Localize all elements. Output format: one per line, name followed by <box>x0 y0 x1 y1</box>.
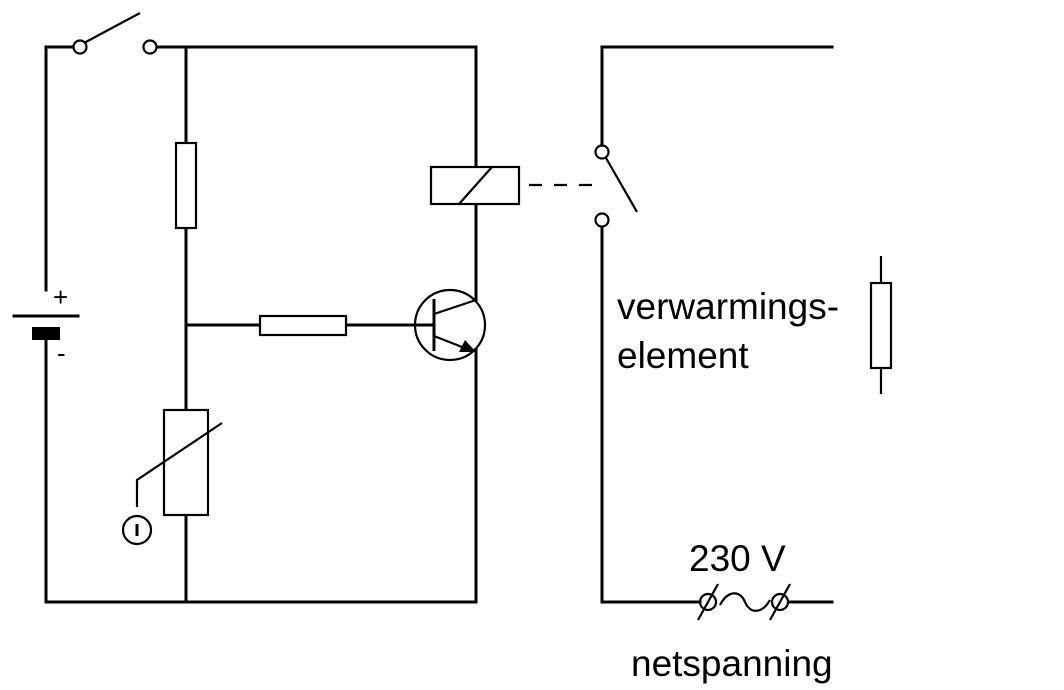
mains-ac-symbol <box>697 583 791 621</box>
relay-coil <box>429 165 598 206</box>
heater-label-line2: element <box>617 335 749 376</box>
battery-symbol <box>12 314 80 340</box>
divider-resistor <box>174 141 198 230</box>
power-circuit-wires <box>600 45 834 604</box>
battery-plus-label: + <box>53 282 69 312</box>
control-circuit-wires <box>44 45 478 604</box>
heating-element <box>869 256 893 394</box>
ntc-thermistor <box>121 408 223 546</box>
control-switch <box>72 12 158 55</box>
voltage-label: 230 V <box>689 538 786 579</box>
relay-switch-contact <box>594 144 638 228</box>
heater-label-line1: verwarmings- <box>617 286 840 327</box>
battery-minus-label: - <box>57 338 66 368</box>
base-resistor <box>258 314 348 337</box>
npn-transistor <box>413 288 487 362</box>
mains-label: netspanning <box>631 643 833 684</box>
